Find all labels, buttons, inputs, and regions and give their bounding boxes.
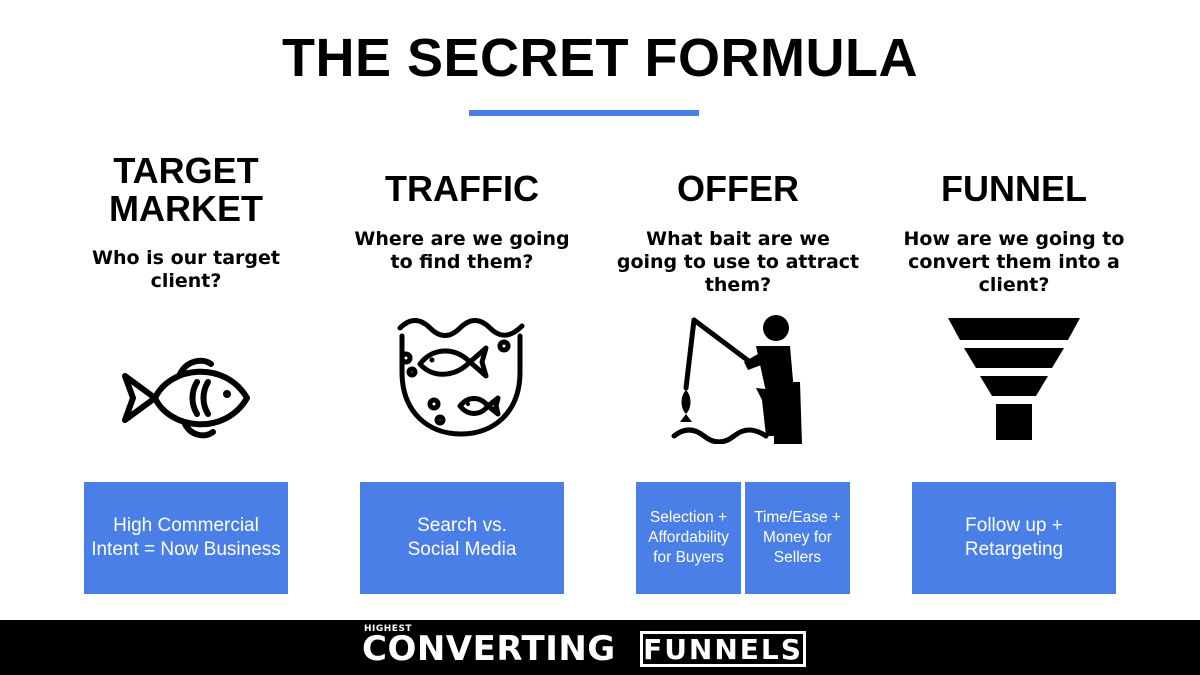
footer-bar xyxy=(0,620,1200,675)
fisherman-icon xyxy=(671,315,802,444)
brand-small-text: HIGHEST xyxy=(364,624,413,634)
box-text: Time/Ease + Money for Sellers xyxy=(754,509,841,566)
box-text: Follow up + Retargeting xyxy=(964,515,1064,560)
question-traffic: Where are we going to find them? xyxy=(354,228,570,273)
box-text: High Commercial Intent = Now Business xyxy=(91,515,281,560)
title-underline xyxy=(469,110,699,116)
box-traffic: Search vs. Social Media xyxy=(360,482,564,594)
box-text: Selection + Affordability for Buyers xyxy=(648,509,729,566)
question-offer: What bait are we going to use to attract… xyxy=(616,228,860,296)
heading-funnel: FUNNEL xyxy=(941,168,1087,209)
funnel-icon xyxy=(948,318,1080,440)
question-funnel: How are we going to convert them into a … xyxy=(903,228,1125,296)
box-offer-sellers: Time/Ease + Money for Sellers xyxy=(745,482,850,594)
box-offer-buyers: Selection + Affordability for Buyers xyxy=(636,482,741,594)
heading-target-market: TARGET MARKET xyxy=(109,150,263,229)
brand-main-text: CONVERTING xyxy=(362,629,616,669)
box-target-market: High Commercial Intent = Now Business xyxy=(84,482,288,594)
fish-icon xyxy=(122,357,250,439)
heading-offer: OFFER xyxy=(677,168,799,209)
box-funnel: Follow up + Retargeting xyxy=(912,482,1116,594)
question-target-market: Who is our target client? xyxy=(92,247,280,292)
heading-traffic: TRAFFIC xyxy=(385,168,539,209)
box-text: Search vs. Social Media xyxy=(407,515,517,560)
fishbowl-icon xyxy=(397,318,525,437)
brand-boxed-text: FUNNELS xyxy=(640,631,806,667)
page-title: THE SECRET FORMULA xyxy=(282,28,918,88)
